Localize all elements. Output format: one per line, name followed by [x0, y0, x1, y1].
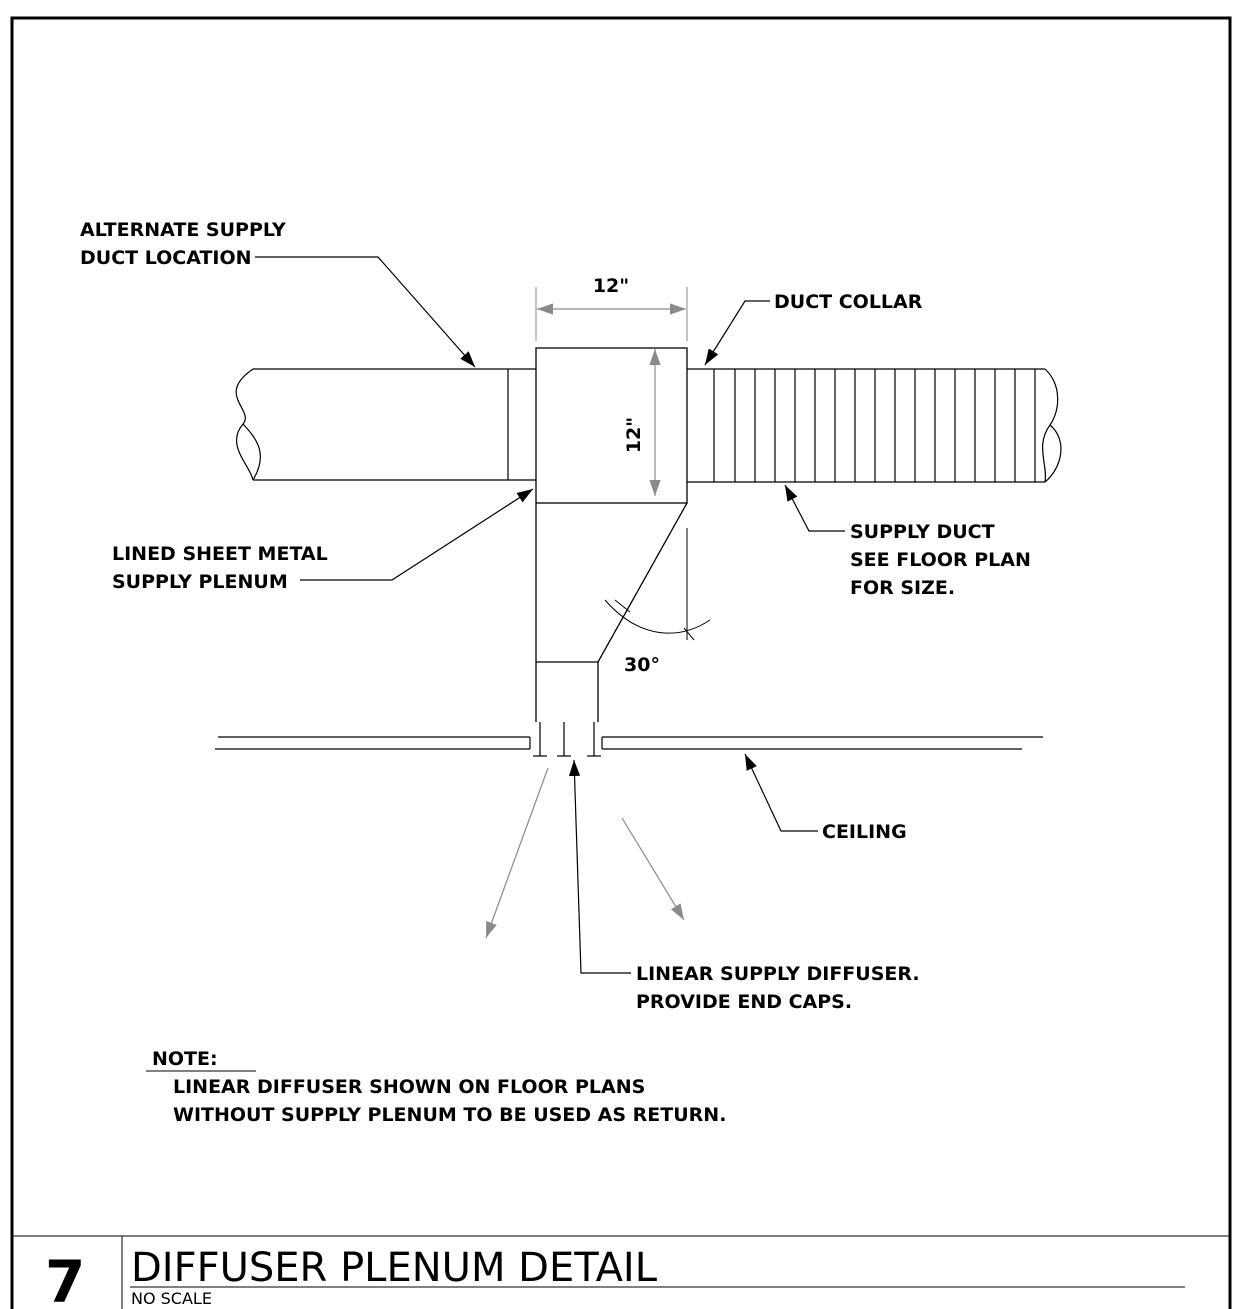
leader-supply-duct	[784, 484, 845, 532]
note-line-1: LINEAR DIFFUSER SHOWN ON FLOOR PLANS	[173, 1076, 645, 1098]
note-heading: NOTE:	[152, 1048, 218, 1070]
label-supply-duct-2: SEE FLOOR PLAN	[850, 549, 1031, 571]
leader-lined-plenum	[300, 488, 534, 581]
title-block: 7 DIFFUSER PLENUM DETAIL NO SCALE	[45, 1245, 1185, 1309]
angle-dimension: 30°	[604, 528, 711, 676]
height-dimension: 12"	[623, 349, 661, 496]
alternate-duct	[235, 368, 536, 481]
label-supply-duct-3: FOR SIZE.	[850, 577, 955, 599]
width-dimension: 12"	[535, 275, 688, 341]
sheet-border	[10, 16, 1232, 1309]
label-diffuser-2: PROVIDE END CAPS.	[636, 991, 852, 1013]
leader-duct-collar	[704, 300, 770, 366]
label-alternate-supply-2: DUCT LOCATION	[80, 247, 252, 269]
angle-label: 30°	[624, 654, 660, 676]
supply-plenum	[535, 347, 688, 722]
label-ceiling: CEILING	[822, 821, 907, 843]
leader-diffuser	[568, 759, 631, 974]
label-lined-plenum-1: LINED SHEET METAL	[112, 543, 328, 565]
detail-number: 7	[45, 1248, 85, 1309]
dim-width-label: 12"	[593, 275, 629, 297]
note: NOTE: LINEAR DIFFUSER SHOWN ON FLOOR PLA…	[146, 1048, 726, 1126]
airflow-arrows	[485, 767, 685, 939]
duct-break-left	[235, 368, 254, 481]
label-alternate-supply-1: ALTERNATE SUPPLY	[80, 219, 286, 241]
supply-duct	[687, 368, 1062, 483]
label-diffuser-1: LINEAR SUPPLY DIFFUSER.	[636, 963, 920, 985]
label-lined-plenum-2: SUPPLY PLENUM	[112, 571, 288, 593]
detail-title: DIFFUSER PLENUM DETAIL	[131, 1245, 658, 1291]
leader-alternate-supply	[255, 256, 476, 368]
ceiling	[215, 736, 1043, 750]
airflow-arrow-left	[485, 767, 549, 939]
dim-height-label: 12"	[623, 417, 645, 453]
leader-ceiling	[744, 753, 818, 832]
labels: ALTERNATE SUPPLY DUCT LOCATION DUCT COLL…	[80, 219, 1031, 1013]
label-duct-collar: DUCT COLLAR	[774, 291, 923, 313]
scale-note: NO SCALE	[131, 1289, 212, 1308]
linear-diffuser	[533, 722, 601, 757]
note-line-2: WITHOUT SUPPLY PLENUM TO BE USED AS RETU…	[173, 1104, 726, 1126]
airflow-arrow-right	[621, 817, 685, 921]
label-supply-duct-1: SUPPLY DUCT	[850, 521, 995, 543]
